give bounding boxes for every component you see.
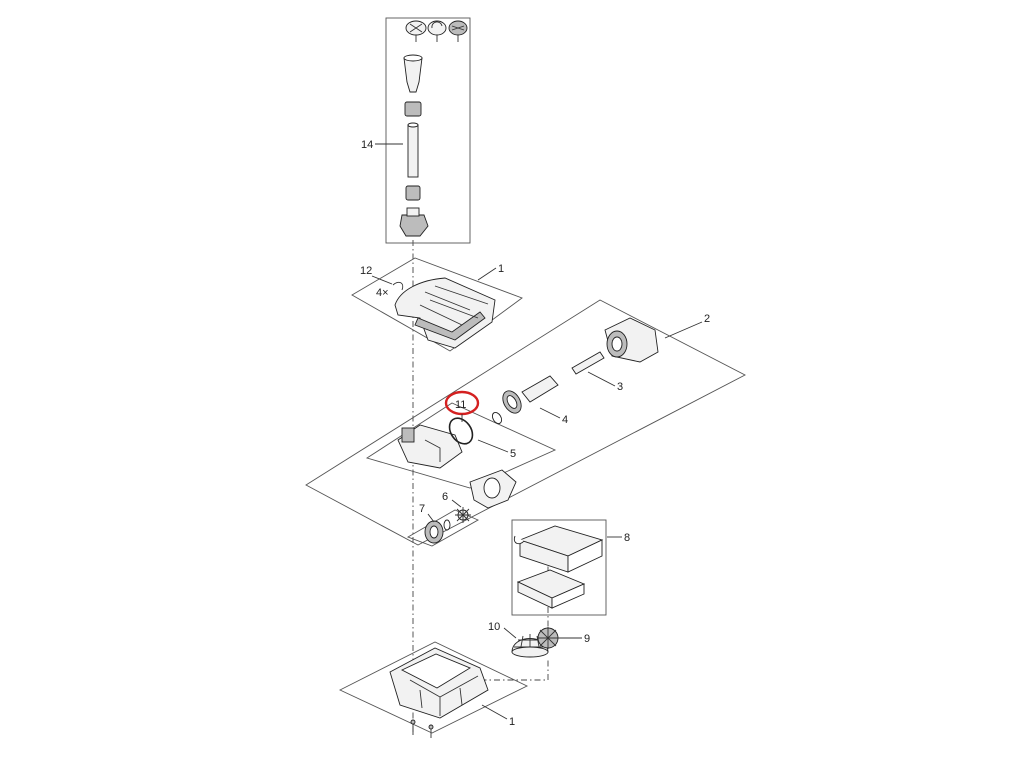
part-14-nozzle-assembly bbox=[385, 17, 471, 244]
part-label-7: 7 bbox=[419, 503, 425, 515]
part-label-1-top: 1 bbox=[498, 263, 504, 275]
part-1-top-cover bbox=[351, 257, 523, 352]
part-label-4: 4 bbox=[562, 414, 568, 426]
part-label-14: 14 bbox=[361, 139, 373, 151]
o-ring-11 bbox=[448, 417, 474, 445]
part-6-7-impeller-seal bbox=[406, 507, 480, 547]
part-label-1-bottom: 1 bbox=[509, 716, 515, 728]
part-label-8: 8 bbox=[624, 532, 630, 544]
part-label-9: 9 bbox=[584, 633, 590, 645]
part-label-10: 10 bbox=[488, 621, 500, 633]
part-9-10-strainer bbox=[511, 627, 559, 658]
part-label-11: 11 bbox=[455, 399, 466, 411]
part-1-bottom-base bbox=[338, 641, 529, 738]
part-label-12: 12 bbox=[360, 265, 372, 277]
part-label-2: 2 bbox=[704, 313, 710, 325]
part-label-6: 6 bbox=[442, 491, 448, 503]
part-label-5: 5 bbox=[510, 448, 516, 460]
part-2-pump-unit bbox=[305, 299, 746, 546]
qty-screws-label: 4× bbox=[376, 287, 389, 299]
part-8-filter-sponges bbox=[511, 519, 607, 616]
part-label-3: 3 bbox=[617, 381, 623, 393]
